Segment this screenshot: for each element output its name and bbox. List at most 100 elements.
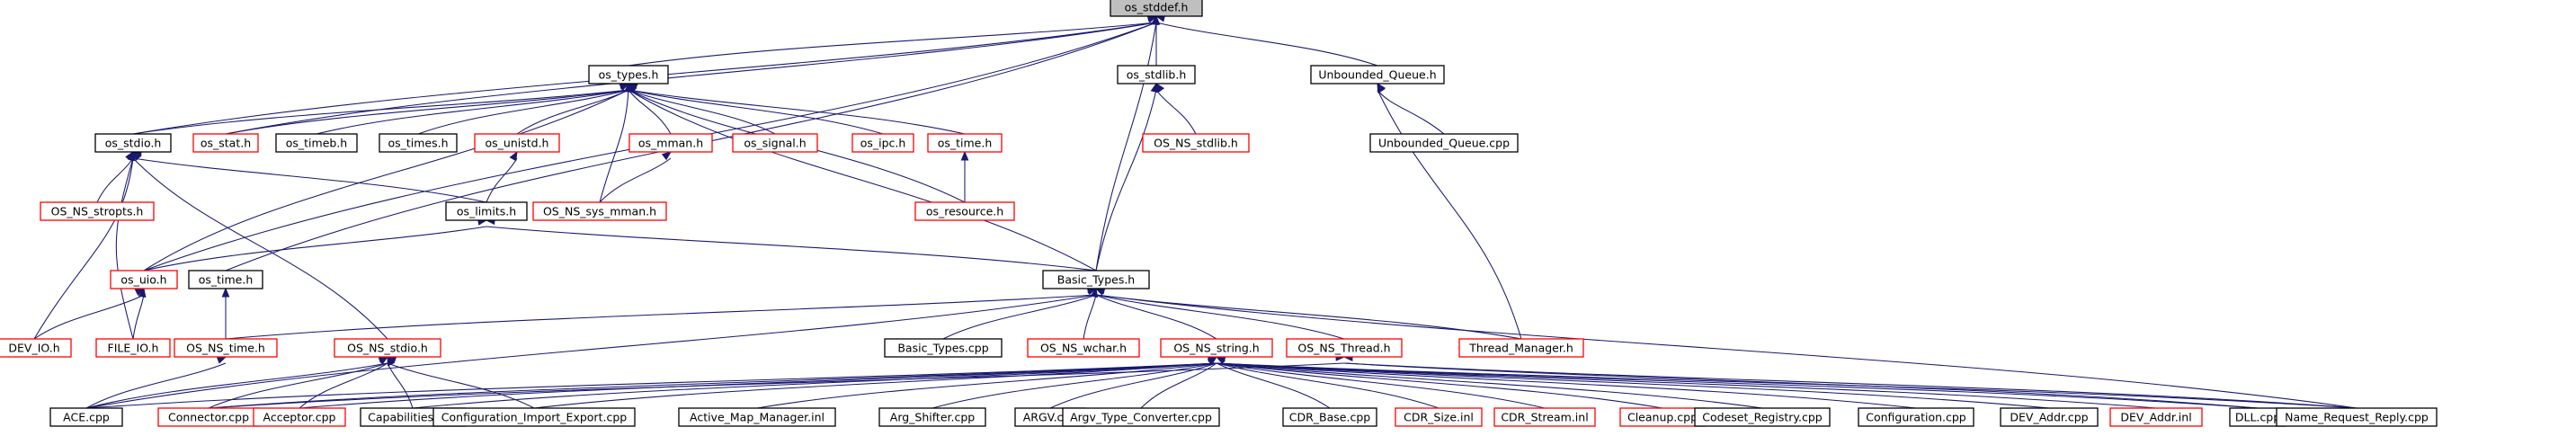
edge-line: [1095, 294, 1522, 340]
edge-configuration-cpp-to-os-ns-string-h: [1215, 353, 1917, 409]
node-name-request-reply-cpp[interactable]: Name_Request_Reply.cpp: [2276, 407, 2438, 427]
node-label: os_stat.h: [201, 137, 251, 150]
edge-os-resource-h-to-os-time-h-red: [960, 150, 969, 203]
node-codeset-registry-cpp[interactable]: Codeset_Registry.cpp: [1694, 407, 1831, 427]
edge-arrowhead: [128, 150, 137, 161]
node-label: os_types.h: [599, 68, 659, 82]
node-dll-cpp[interactable]: DLL.cpp: [2229, 407, 2286, 427]
node-os-times-h[interactable]: os_times.h: [379, 133, 458, 153]
node-cdr-size-inl[interactable]: CDR_Size.inl: [1395, 407, 1483, 427]
edge-os-ns-sys-mman-h-to-os-types-h: [599, 82, 632, 203]
node-os-uio-h[interactable]: os_uio.h: [110, 270, 178, 289]
edge-os-ipc-h-to-os-types-h: [627, 81, 884, 135]
node-box: [1027, 338, 1140, 358]
node-configuration-import-export-cpp[interactable]: Configuration_Import_Export.cpp: [432, 407, 636, 427]
node-os-signal-h[interactable]: os_signal.h: [732, 133, 818, 153]
node-connector-cpp[interactable]: Connector.cpp: [157, 407, 260, 427]
node-box: [1858, 407, 1974, 427]
node-basic-types-h[interactable]: Basic_Types.h: [1042, 270, 1150, 289]
edge-line: [132, 157, 388, 340]
node-os-limits-h[interactable]: os_limits.h: [445, 201, 528, 221]
edge-line: [628, 89, 884, 135]
node-dev-addr-inl[interactable]: DEV_Addr.inl: [2109, 407, 2203, 427]
node-label: os_stdlib.h: [1127, 68, 1187, 82]
node-os-ns-stdlib-h[interactable]: OS_NS_stdlib.h: [1142, 133, 1250, 153]
node-os-types-h[interactable]: os_types.h: [588, 65, 669, 85]
node-dev-addr-cpp[interactable]: DEV_Addr.cpp: [2000, 407, 2099, 427]
node-box: [1395, 407, 1483, 427]
edge-line: [1095, 22, 1157, 271]
node-os-ns-thread-h[interactable]: OS_NS_Thread.h: [1286, 338, 1403, 358]
node-acceptor-cpp[interactable]: Acceptor.cpp: [253, 407, 346, 427]
node-basic-types-cpp[interactable]: Basic_Types.cpp: [884, 338, 1003, 358]
node-os-time-h[interactable]: os_time.h: [188, 270, 263, 289]
edge-line: [1216, 362, 2050, 409]
node-label: Active_Map_Manager.inl: [690, 411, 824, 424]
node-os-ns-stropts-h[interactable]: OS_NS_stropts.h: [40, 201, 155, 221]
node-label: os_ipc.h: [860, 137, 906, 150]
node-unbounded-queue-h[interactable]: Unbounded_Queue.h: [1310, 65, 1445, 85]
node-label: CDR_Base.cpp: [1289, 411, 1371, 424]
node-os-timeb-h[interactable]: os_timeb.h: [275, 133, 358, 153]
node-cdr-stream-inl[interactable]: CDR_Stream.inl: [1493, 407, 1596, 427]
node-os-ns-string-h[interactable]: OS_NS_string.h: [1160, 338, 1273, 358]
node-os-ns-time-h[interactable]: OS_NS_time.h: [174, 338, 278, 358]
node-os-ns-wchar-h[interactable]: OS_NS_wchar.h: [1027, 338, 1140, 358]
node-configuration-cpp[interactable]: Configuration.cpp: [1858, 407, 1974, 427]
node-box: [188, 270, 263, 289]
edge-line: [628, 89, 1097, 271]
node-file-io-h[interactable]: FILE_IO.h: [95, 338, 171, 358]
edge-configuration-import-export-cpp-to-os-ns-string-h: [533, 353, 1218, 409]
node-label: OS_NS_time.h: [186, 342, 265, 355]
node-label: Basic_Types.h: [1057, 273, 1135, 287]
node-box: [334, 338, 441, 358]
node-label: Unbounded_Queue.h: [1318, 68, 1436, 82]
edge-dev-io-h-to-os-stdio-h: [33, 150, 137, 340]
edge-arrowhead: [1377, 82, 1386, 93]
edge-line: [628, 89, 776, 135]
node-label: Configuration_Import_Export.cpp: [441, 411, 627, 424]
node-os-ns-stdio-h[interactable]: OS_NS_stdio.h: [334, 338, 441, 358]
edge-ace-cpp-to-os-ns-time-h: [85, 356, 227, 409]
edge-arrowhead: [1150, 82, 1159, 93]
node-label: os_times.h: [388, 137, 448, 150]
node-os-stat-h[interactable]: os_stat.h: [192, 133, 259, 153]
node-arg-shifter-cpp[interactable]: Arg_Shifter.cpp: [878, 407, 986, 427]
node-os-time-h-red[interactable]: os_time.h: [927, 133, 1003, 153]
node-os-ipc-h[interactable]: os_ipc.h: [851, 133, 914, 153]
node-os-ns-sys-mman-h[interactable]: OS_NS_sys_mman.h: [532, 201, 667, 221]
node-cleanup-cpp[interactable]: Cleanup.cpp: [1619, 407, 1706, 427]
node-label: CDR_Stream.inl: [1501, 411, 1588, 424]
node-label: os_time.h: [199, 273, 254, 287]
node-box: [110, 270, 178, 289]
node-label: OS_NS_stdlib.h: [1154, 137, 1238, 150]
edge-line: [132, 157, 487, 203]
node-thread-manager-h[interactable]: Thread_Manager.h: [1458, 338, 1584, 358]
node-os-stddef-h[interactable]: os_stddef.h: [1110, 0, 1203, 17]
node-cdr-base-cpp[interactable]: CDR_Base.cpp: [1282, 407, 1377, 427]
node-os-stdio-h[interactable]: os_stdio.h: [94, 133, 172, 153]
node-os-resource-h[interactable]: os_resource.h: [914, 201, 1015, 221]
node-os-mman-h[interactable]: os_mman.h: [628, 133, 713, 153]
edge-os-ns-sys-mman-h-to-os-mman-h: [599, 151, 673, 203]
node-os-stdlib-h[interactable]: os_stdlib.h: [1117, 65, 1196, 85]
edge-line: [85, 294, 1097, 409]
edge-line: [132, 89, 629, 135]
node-box: [927, 133, 1003, 153]
edge-line: [143, 226, 487, 271]
edge-line: [225, 294, 1097, 340]
node-label: OS_NS_stdio.h: [347, 342, 428, 355]
node-ace-cpp[interactable]: ACE.cpp: [49, 407, 123, 427]
node-active-map-manager-inl[interactable]: Active_Map_Manager.inl: [678, 407, 836, 427]
edge-line: [599, 157, 672, 203]
edge-line: [942, 294, 1097, 340]
node-label: FILE_IO.h: [108, 342, 159, 355]
edge-os-timeb-h-to-os-types-h: [316, 81, 630, 135]
edge-line: [628, 89, 966, 135]
node-argv-type-converter-cpp[interactable]: Argv_Type_Converter.cpp: [1062, 407, 1220, 427]
node-os-unistd-h[interactable]: os_unistd.h: [474, 133, 560, 153]
node-unbounded-queue-cpp[interactable]: Unbounded_Queue.cpp: [1369, 133, 1519, 153]
node-box: [1160, 338, 1273, 358]
node-dev-io-h[interactable]: DEV_IO.h: [0, 338, 72, 358]
